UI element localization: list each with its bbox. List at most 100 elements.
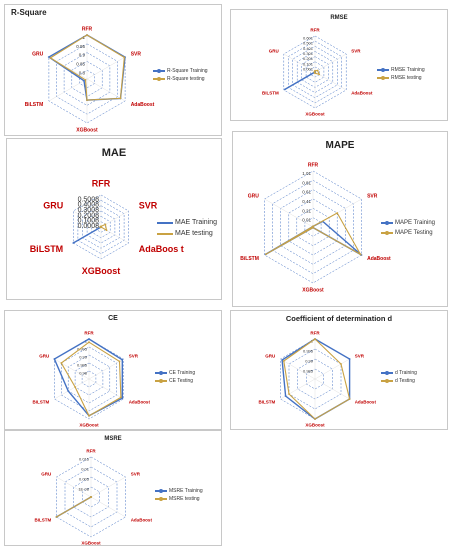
series-line [283, 338, 351, 420]
tick-label: 0.601 [303, 36, 314, 41]
tick-label: 0.0008 [78, 223, 100, 230]
data-point [120, 396, 122, 399]
legend-testing: d Testing [395, 378, 415, 384]
legend-testing: MSRE testing [169, 496, 200, 502]
axis-label: AdaBoost [351, 91, 373, 96]
axis-label: BiLSTM [25, 102, 44, 108]
legend-training: MAPE Training [395, 220, 436, 226]
tick-label: 0.61 [302, 190, 311, 195]
data-point [318, 73, 321, 76]
axis-label: RFR [310, 28, 320, 33]
axis-label: SVR [131, 472, 141, 477]
data-point [90, 496, 92, 498]
chart-title: R-Square [11, 8, 47, 17]
radar-chart-msre: 1E-080.0050.010.015RFRSVRAdaBoostXGBoost… [35, 449, 153, 545]
legend: R-Square Training R-Square testing [153, 67, 208, 83]
data-point [118, 360, 121, 363]
axis-label: XGBoost [81, 540, 101, 545]
data-point [99, 225, 102, 228]
axis-label: RFR [82, 26, 93, 32]
data-point [53, 358, 56, 360]
data-point [340, 363, 342, 365]
data-point [74, 386, 76, 388]
data-point [311, 225, 314, 228]
axis-label: GRU [39, 354, 49, 359]
axis-label: GRU [248, 194, 260, 200]
legend: MSRE Training MSRE testing [155, 487, 203, 503]
legend: CE Training CE Testing [155, 369, 195, 385]
tick-label: 0.8 [79, 70, 86, 75]
axis-label: SVR [131, 52, 142, 58]
tick-label: 0.985 [77, 363, 88, 368]
axis-label: AdaBoost [367, 256, 391, 262]
series-line [53, 338, 124, 417]
chart-title: RMSE [330, 15, 348, 21]
axis-label: XGBoost [76, 127, 98, 133]
axis-spoke [73, 210, 102, 228]
legend-training: CE Training [169, 370, 196, 376]
data-point [67, 390, 70, 392]
chart-title: CE [108, 315, 118, 322]
legend: RMSE Training RMSE testing [377, 66, 425, 82]
legend: d Training d Testing [381, 369, 417, 385]
axis-label: SVR [351, 49, 361, 54]
chart-title: MAPE [325, 140, 355, 151]
tick-label: 0.401 [303, 46, 314, 51]
axis-label: RFR [86, 449, 96, 454]
tick-label: 0.005 [79, 477, 90, 482]
axis-spoke [314, 378, 350, 400]
axis-label: XGBoost [79, 422, 99, 427]
axis-label: XGBoost [305, 422, 325, 427]
legend: MAPE Training MAPE Testing [381, 218, 435, 238]
axis-spoke [86, 78, 126, 102]
tick-label: 0.5008 [78, 196, 100, 203]
axis-spoke [90, 496, 126, 518]
data-point [314, 418, 316, 420]
axis-spoke [56, 476, 92, 498]
chart-title: Coefficient of determination d [285, 314, 393, 323]
tick-label: 0.985 [303, 369, 314, 374]
data-point [86, 99, 88, 101]
radar-chart-cod: 0.9850.990.9951RFRSVRAdaBoostXGBoostBiLS… [259, 331, 377, 428]
data-point [123, 56, 126, 59]
series-line [265, 212, 362, 256]
data-point [336, 212, 339, 214]
legend-testing: MAE testing [175, 230, 213, 237]
tick-label: 0.85 [76, 61, 85, 66]
tick-label: 0.301 [303, 51, 314, 56]
tick-label: 0.99 [305, 359, 314, 364]
axis-label: BiLSTM [35, 518, 52, 523]
axis-spoke [314, 358, 350, 380]
tick-label: 0.81 [302, 180, 311, 185]
axis-label: BiLSTM [240, 256, 259, 262]
radar-chart-mae: 0.00080.10080.20080.30080.40080.5008RFRS… [30, 178, 184, 275]
axis-spoke [54, 378, 90, 400]
data-point [104, 223, 107, 226]
axis-label: GRU [265, 354, 275, 359]
axis-label: RFR [84, 331, 94, 336]
legend-testing: CE Testing [169, 378, 194, 384]
data-point [265, 253, 267, 256]
tick-label: 0.3008 [78, 207, 100, 214]
axis-spoke [48, 78, 88, 102]
data-point [121, 358, 124, 361]
axis-label: RFR [310, 331, 320, 336]
data-point [121, 397, 124, 400]
axis-label: BiLSTM [259, 400, 276, 405]
axis-spoke [283, 53, 316, 73]
data-point [72, 242, 75, 244]
axis-spoke [280, 358, 316, 380]
axis-spoke [314, 53, 347, 73]
tick-label: 0.995 [303, 349, 314, 354]
axis-spoke [88, 358, 124, 380]
axis-spoke [90, 476, 126, 498]
tick-label: 0.1008 [78, 218, 100, 225]
axis-label: AdaBoost [355, 400, 377, 405]
tick-label: 0.99 [79, 355, 88, 360]
axis-label: GRU [32, 52, 44, 58]
radar-chart-mape: 0.010.210.410.610.811.01RFRSVRAdaBoostXG… [240, 162, 391, 293]
radar-chart-ce: 0.980.9850.990.9951RFRSVRAdaBoostXGBoost… [33, 331, 151, 428]
axis-spoke [264, 198, 314, 228]
